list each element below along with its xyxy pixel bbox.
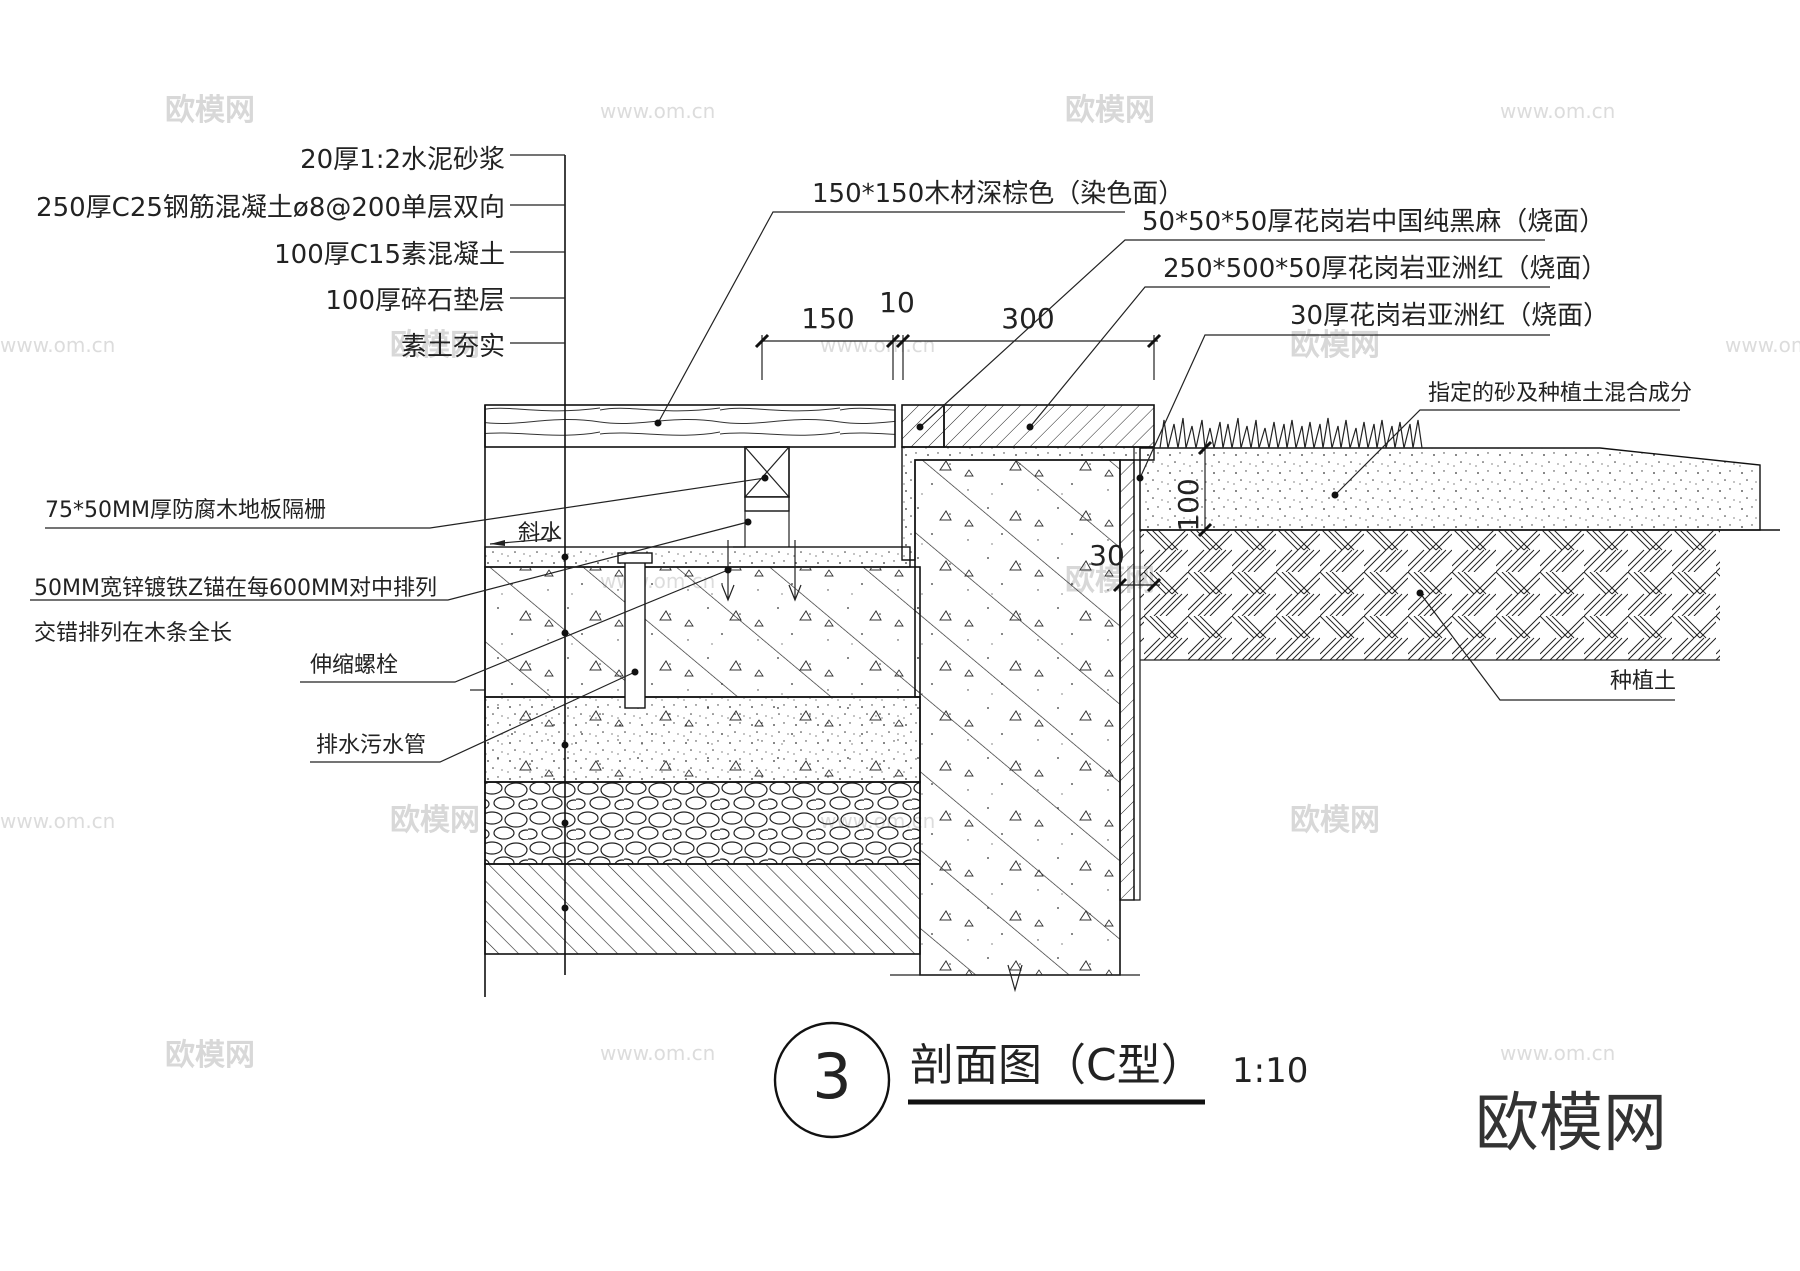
watermark-brand-6: 欧模网	[390, 803, 480, 838]
watermark-url-9: www.om.cn	[600, 1041, 715, 1065]
callout-granite-large: 250*500*50厚花岗岩亚洲红（烧面）	[1163, 254, 1607, 284]
layer-label-5: 素土夯实	[401, 332, 505, 362]
watermark-brand-8: 欧模网	[165, 1038, 255, 1073]
callout-anchor-1: 50MM宽锌镀铁Z锚在每600MM对中排列	[34, 576, 437, 601]
layer-label-1: 20厚1:2水泥砂浆	[300, 145, 505, 175]
title-scale: 1:10	[1232, 1051, 1308, 1091]
layer-leader: 20厚1:2水泥砂浆 250厚C25钢筋混凝土ø8@200单层双向 100厚C1…	[36, 145, 569, 975]
watermark-brand-7: 欧模网	[1290, 803, 1380, 838]
title-number: 3	[812, 1040, 851, 1113]
dim-300: 300	[1001, 302, 1054, 335]
planting-area	[1139, 417, 1780, 661]
drain-pipe	[624, 557, 646, 709]
brand-watermark: 欧模网	[1475, 1087, 1667, 1161]
grass-line	[1159, 417, 1423, 449]
granite-cap-large	[943, 404, 1155, 448]
layer-label-3: 100厚C15素混凝土	[274, 240, 505, 270]
sand-soil-mix	[1139, 447, 1761, 531]
watermark-url-1: www.om.cn	[600, 99, 715, 123]
dim-100: 100	[1172, 478, 1205, 531]
mortar-bed	[484, 546, 911, 568]
callout-sand-mix: 指定的砂及种植土混合成分	[1428, 381, 1692, 406]
expansion-bolt-2	[788, 540, 802, 602]
callout-bolt: 伸缩螺栓	[310, 653, 398, 678]
layer-label-2: 250厚C25钢筋混凝土ø8@200单层双向	[36, 193, 505, 223]
callout-soil: 种植土	[1610, 669, 1676, 694]
callout-slope: 斜水	[518, 521, 562, 546]
callouts: 150*150木材深棕色（染色面） 50*50*50厚花岗岩中国纯黑麻（烧面） …	[30, 179, 1692, 763]
compacted-soil	[484, 863, 921, 955]
callout-pipe: 排水污水管	[316, 733, 426, 758]
deck-assembly	[470, 404, 921, 997]
layer-label-4: 100厚碎石垫层	[325, 286, 505, 316]
watermark-brand-2: 欧模网	[1065, 93, 1155, 128]
dim-30: 30	[1089, 539, 1125, 572]
dim-150: 150	[801, 302, 854, 335]
dim-10: 10	[879, 286, 915, 319]
dimensions: 150 10 300 100 30	[754, 286, 1213, 593]
watermark-url-10: www.om.cn	[1500, 1041, 1615, 1065]
granite-facing	[1119, 459, 1135, 901]
callout-granite-thin: 30厚花岗岩亚洲红（烧面）	[1290, 301, 1609, 331]
curb-assembly	[890, 404, 1155, 993]
watermark-url-5: www.om.cn	[0, 333, 115, 357]
watermark-brand-1: 欧模网	[165, 93, 255, 128]
watermark-url-3: www.om.cn	[820, 333, 935, 357]
title-circle	[773, 1021, 891, 1139]
watermark-url-4: www.om.cn	[1725, 333, 1800, 357]
watermark-brand-4: 欧模网	[1290, 328, 1380, 363]
wood-plank	[484, 404, 896, 448]
callout-wood: 150*150木材深棕色（染色面）	[812, 179, 1184, 209]
gravel-layer	[484, 781, 921, 865]
callout-keel: 75*50MM厚防腐木地板隔栅	[45, 498, 326, 523]
watermark-url-2: www.om.cn	[1500, 99, 1615, 123]
planting-soil	[1140, 530, 1720, 660]
watermark-url-8: www.om.cn	[0, 809, 115, 833]
title-block: 3 剖面图（C型） 1:10	[773, 1021, 1308, 1139]
callout-anchor-2: 交错排列在木条全长	[34, 621, 232, 646]
title-text: 剖面图（C型）	[910, 1040, 1205, 1091]
z-anchor	[744, 496, 790, 512]
watermark-brand-3: 欧模网	[390, 328, 480, 363]
callout-granite-small: 50*50*50厚花岗岩中国纯黑麻（烧面）	[1142, 207, 1605, 237]
